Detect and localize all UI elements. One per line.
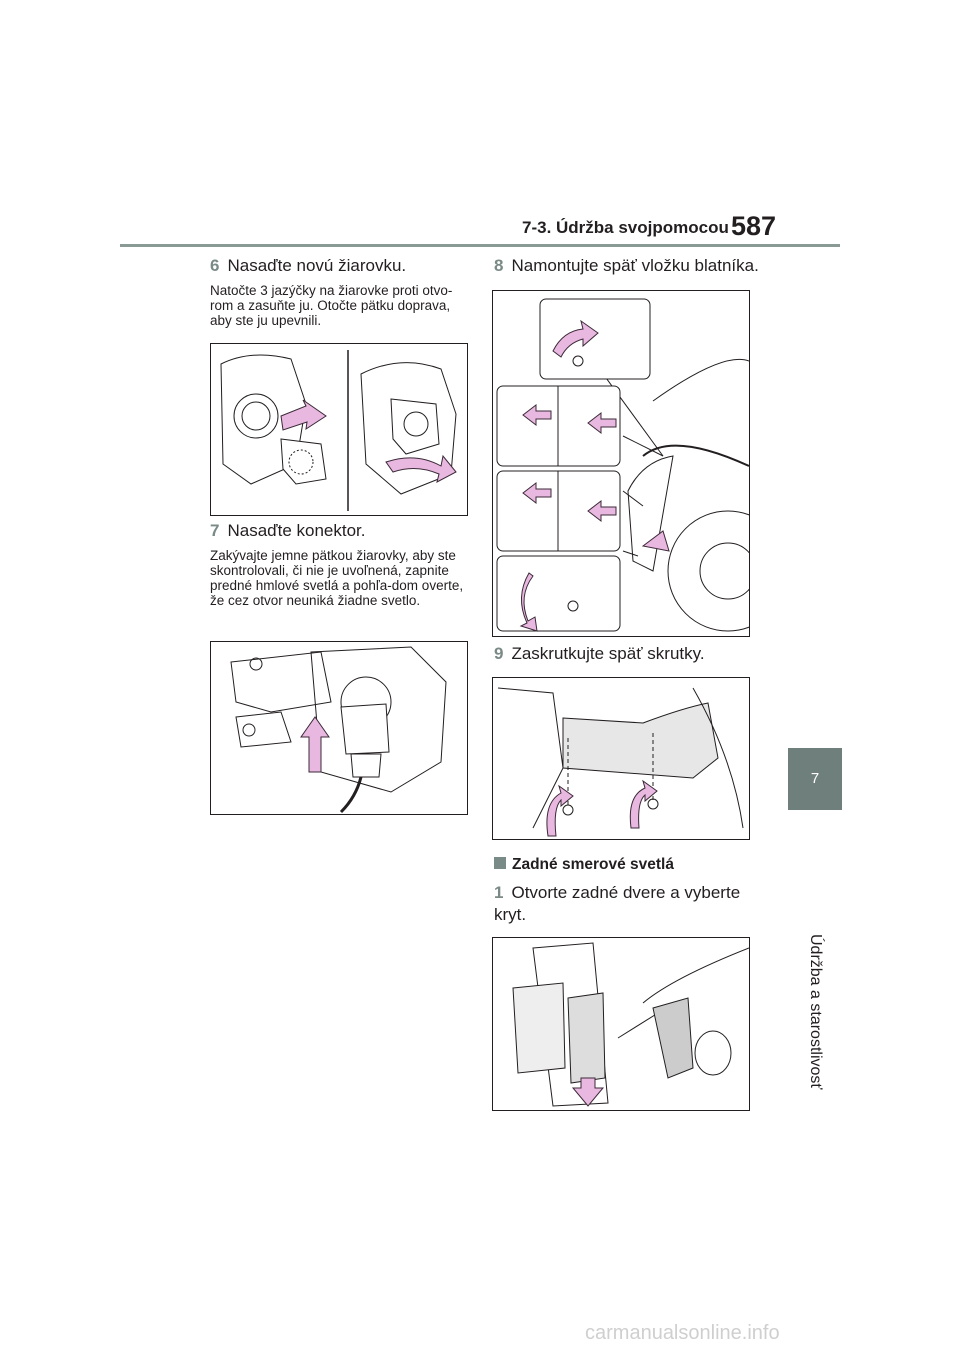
figure-fender-liner [492, 290, 750, 637]
figure-connector [210, 641, 468, 815]
step-number: 9 [494, 644, 504, 663]
square-bullet-icon [494, 857, 506, 869]
step-9: 9 Zaskrutkujte späť skrutky. [494, 643, 705, 665]
step-6-text: Natočte 3 jazýčky na žiarovke proti otvo… [210, 283, 453, 328]
subsection-heading: Zadné smerové svetlá [494, 856, 674, 874]
step-7: 7 Nasaďte konektor. [210, 520, 366, 542]
step-number: 8 [494, 256, 504, 275]
step-7-text: Zakývajte jemne pätkou žiarovky, aby ste… [210, 548, 464, 608]
section-title: 7-3. Údržba svojpomocou [522, 218, 729, 237]
figure-bulb-install [210, 343, 468, 516]
step-number: 6 [210, 256, 220, 275]
step-8: 8 Namontujte späť vložku blatníka. [494, 255, 759, 277]
step-6: 6 Nasaďte novú žiarovku. [210, 255, 406, 277]
step-title: Zaskrutkujte späť skrutky. [511, 644, 705, 663]
step-number: 7 [210, 521, 220, 540]
header-rule [120, 244, 840, 247]
step-number: 1 [494, 883, 504, 902]
figure-rear-cover [492, 937, 750, 1111]
chapter-tab: 7 [788, 748, 842, 810]
step-title: Otvorte zadné dvere a vyberte kryt. [494, 883, 741, 924]
step-title: Nasaďte novú žiarovku. [227, 256, 407, 275]
footer-watermark: carmanualsonline.info [585, 1322, 780, 1344]
figure-screws [492, 677, 750, 840]
page-number: 587 [731, 211, 777, 241]
step-title: Nasaďte konektor. [227, 521, 366, 540]
step-title: Namontujte späť vložku blatníka. [511, 256, 759, 275]
subsection-title: Zadné smerové svetlá [512, 856, 674, 873]
chapter-tab-label: Údržba a starostlivosť [807, 934, 824, 1090]
